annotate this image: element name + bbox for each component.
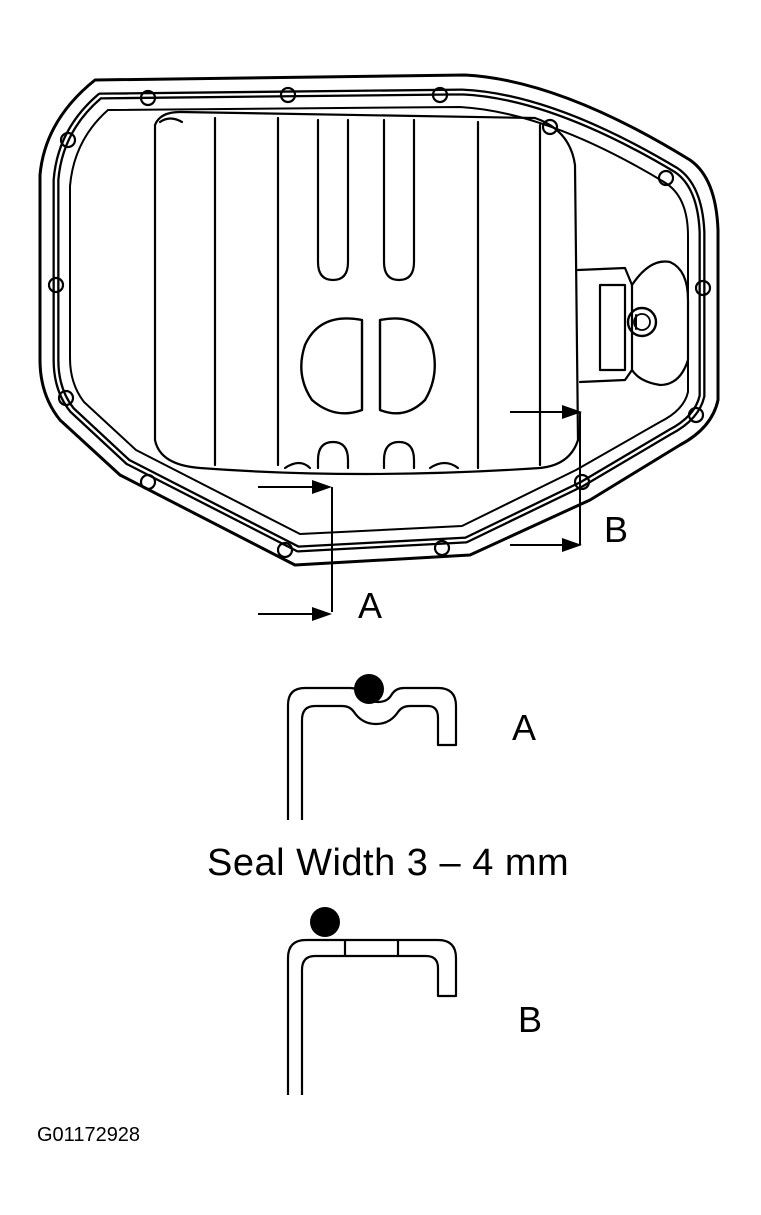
callout-b-label: B — [604, 509, 629, 550]
sealant-bead-a — [354, 674, 384, 704]
figure-code: G01172928 — [37, 1124, 141, 1146]
detail-a-label: A — [512, 707, 537, 748]
pan-ribs — [158, 116, 542, 470]
seal-width-caption: Seal Width 3 – 4 mm — [207, 842, 570, 884]
callout-a-label: A — [358, 585, 383, 626]
detail-b — [286, 938, 458, 1095]
section-lines — [258, 411, 581, 615]
oil-pan — [38, 73, 720, 567]
drain-plug-area — [576, 260, 690, 387]
arrowheads — [312, 405, 582, 621]
sealant-bead-inner — [54, 90, 704, 551]
bolt-holes — [47, 86, 712, 559]
drain-plug-icon — [626, 306, 658, 338]
detail-b-label: B — [518, 999, 543, 1040]
sealant-bead-b — [310, 907, 340, 937]
pan-sump — [153, 110, 580, 476]
pan-flange-outer — [38, 73, 720, 567]
detail-a — [286, 686, 458, 820]
center-boss — [300, 317, 436, 415]
pan-flange-inner — [69, 106, 689, 535]
